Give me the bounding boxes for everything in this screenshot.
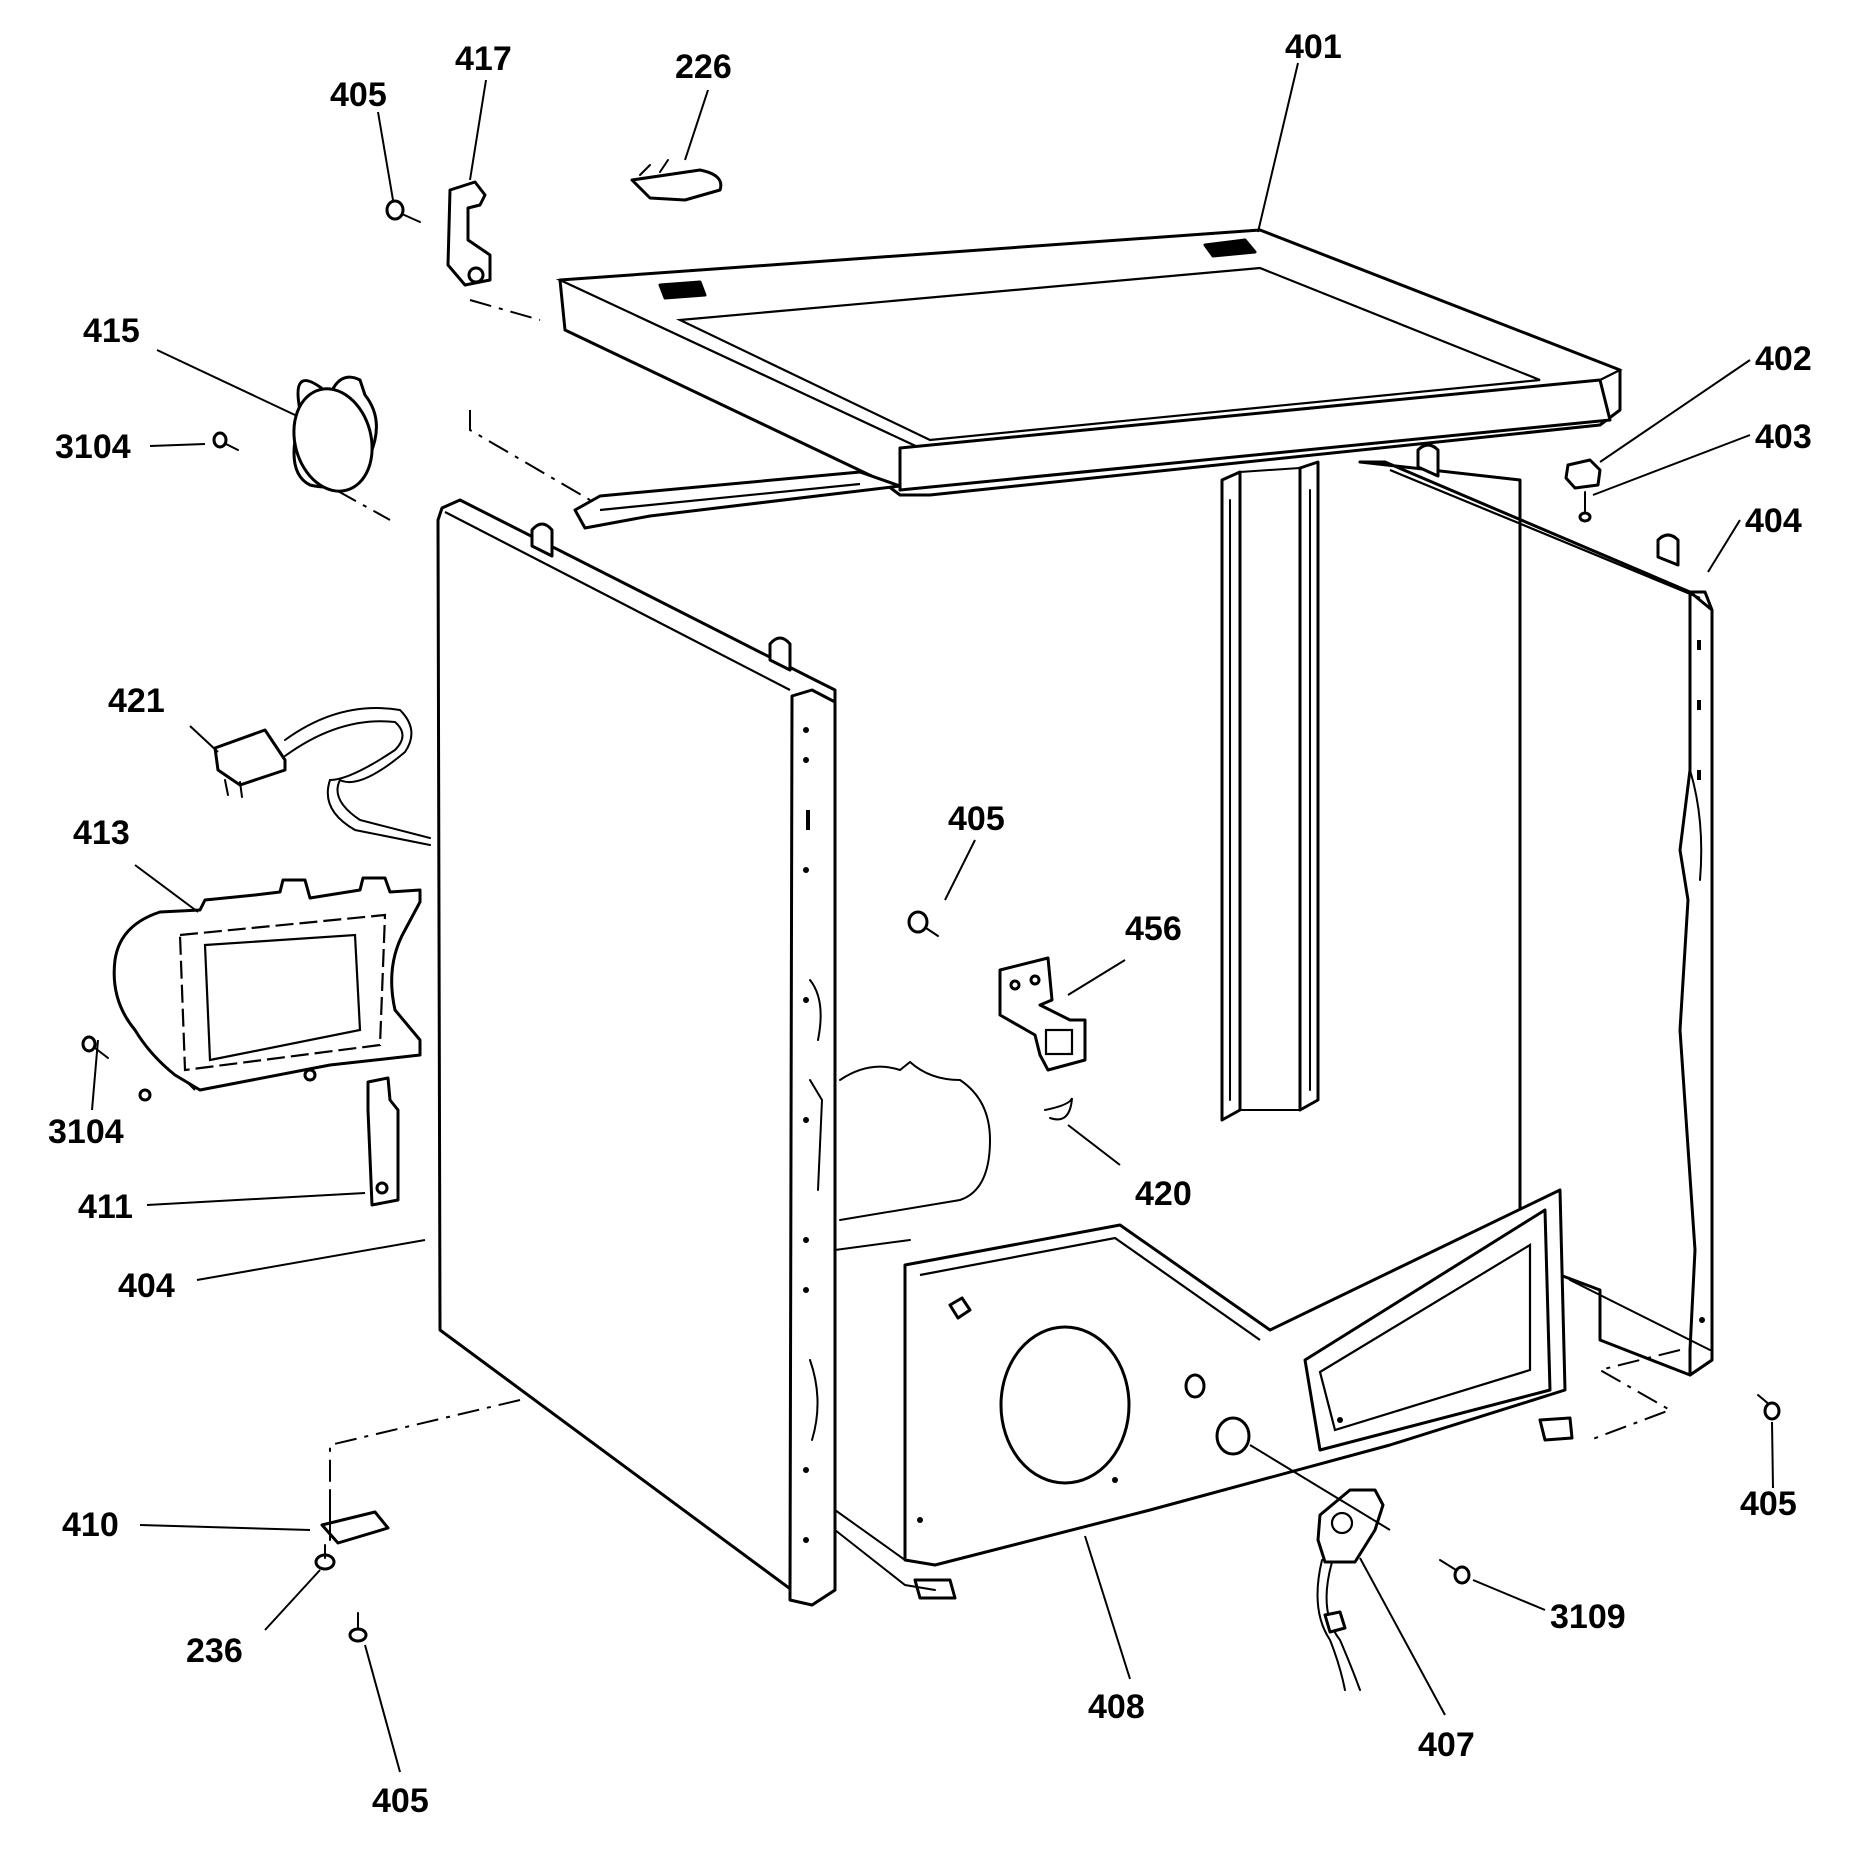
- part-number-labels: 401 226 417 405 415 3104 402 403 404 421…: [48, 28, 1812, 1820]
- label-3104-bottom: 3104: [48, 1113, 124, 1151]
- label-415: 415: [83, 312, 140, 350]
- rear-wall-cutout: [834, 1060, 992, 1251]
- part-226-cover: [630, 159, 723, 202]
- label-407: 407: [1418, 1726, 1475, 1764]
- label-236: 236: [186, 1632, 243, 1670]
- part-405-screw-top: [385, 199, 421, 223]
- left-side-panel: [436, 498, 837, 1607]
- label-3109: 3109: [1550, 1598, 1626, 1636]
- label-421: 421: [108, 682, 165, 720]
- label-404-left: 404: [118, 1267, 175, 1305]
- label-405-bottom: 405: [372, 1782, 429, 1820]
- part-405-screw-bottom: [348, 1612, 368, 1643]
- label-401: 401: [1285, 28, 1342, 66]
- label-420: 420: [1135, 1175, 1192, 1213]
- label-402: 402: [1755, 340, 1812, 378]
- label-410: 410: [62, 1506, 119, 1544]
- part-415-round-cover: [292, 375, 378, 493]
- front-base: [834, 1188, 1711, 1600]
- part-410-leg-bracket: [320, 1489, 390, 1545]
- label-408: 408: [1088, 1688, 1145, 1726]
- label-403: 403: [1755, 418, 1812, 456]
- part-420-clip: [1044, 1097, 1073, 1121]
- label-405-right: 405: [1740, 1485, 1797, 1523]
- leader-lines: [91, 62, 1774, 1773]
- part-413-access-cover: [112, 876, 422, 1102]
- rear-top-channel: [573, 470, 902, 530]
- label-417: 417: [455, 40, 512, 78]
- part-411-strap: [366, 1076, 400, 1207]
- label-226: 226: [675, 48, 732, 86]
- label-404-right: 404: [1745, 502, 1802, 540]
- label-405-center: 405: [948, 800, 1005, 838]
- right-side-panel: [1358, 443, 1714, 1377]
- part-405-screw-right: [1757, 1394, 1781, 1421]
- part-3104-screw-bottom: [81, 1035, 109, 1059]
- part-402-block: [1564, 458, 1602, 490]
- part-403-screw: [1578, 491, 1592, 523]
- part-456-bracket: [998, 956, 1087, 1072]
- cabinet-rear-frame: [1220, 460, 1320, 1122]
- top-panel: [555, 228, 1623, 497]
- part-405-screw-center: [907, 910, 939, 937]
- label-405-top: 405: [330, 76, 387, 114]
- part-3104-screw-top: [212, 431, 239, 451]
- label-3104-top: 3104: [55, 428, 131, 466]
- part-407-thermostat: [1316, 1488, 1385, 1691]
- part-236-foot: [314, 1544, 336, 1571]
- label-456: 456: [1125, 910, 1182, 948]
- part-417-bracket: [446, 180, 492, 287]
- label-413: 413: [73, 814, 130, 852]
- part-421-power-cord: [213, 707, 431, 846]
- part-3109-screw: [1439, 1559, 1471, 1585]
- label-411: 411: [78, 1188, 133, 1226]
